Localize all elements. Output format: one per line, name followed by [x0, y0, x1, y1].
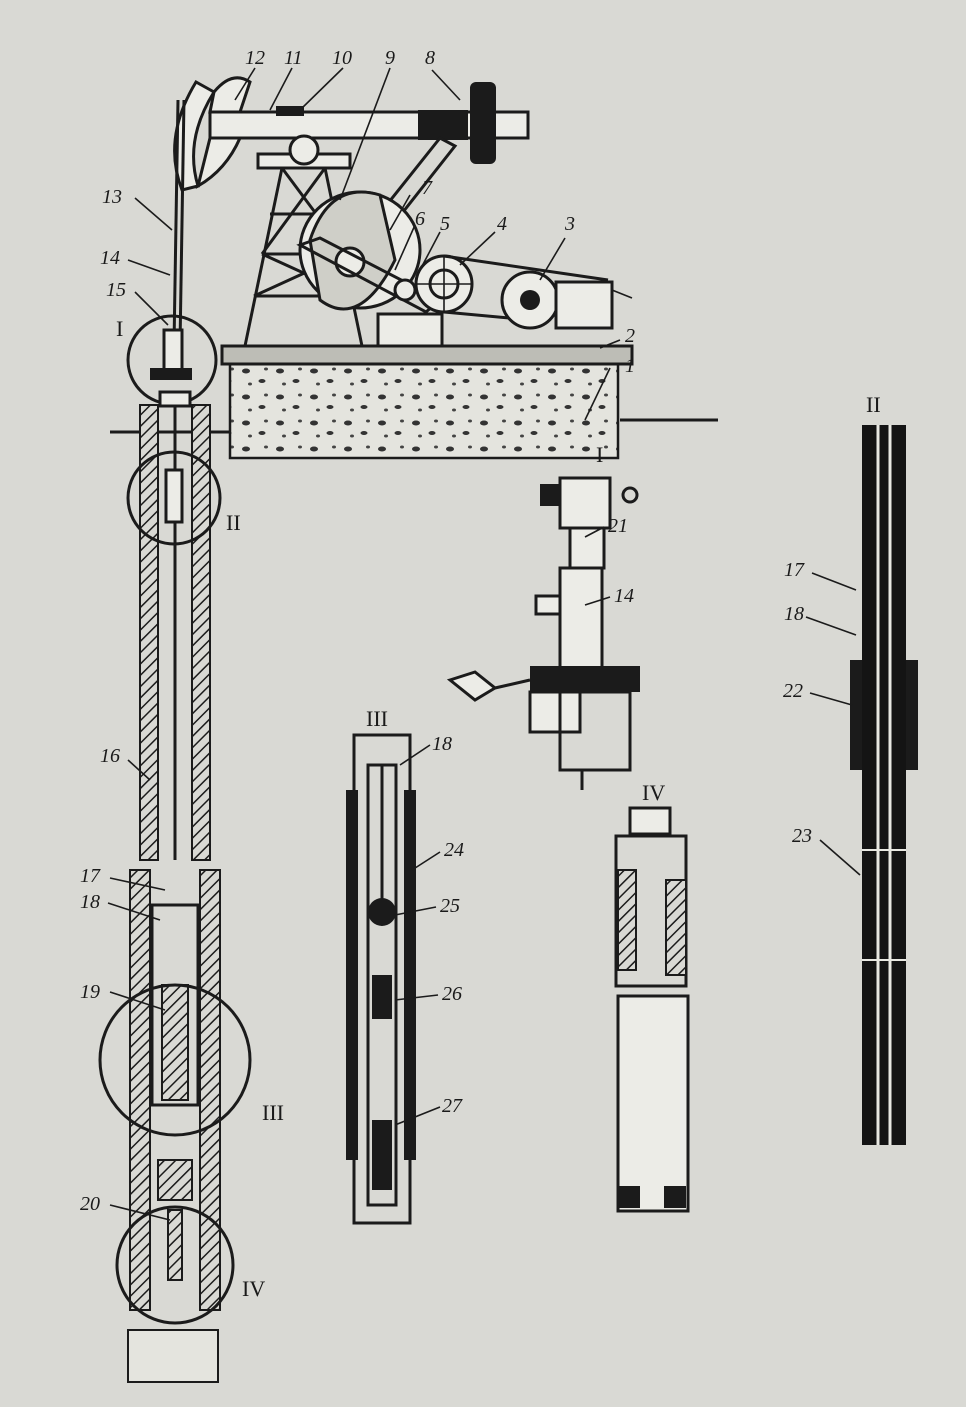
detail-title-iv: IV — [642, 780, 665, 805]
well-bore — [126, 404, 222, 861]
marker-iv: IV — [242, 1276, 265, 1301]
detail-iv — [614, 806, 690, 1213]
callout-24: 24 — [444, 839, 464, 861]
callout-12: 12 — [245, 47, 265, 69]
callout-13: 13 — [102, 186, 122, 208]
callout-5: 5 — [440, 213, 450, 235]
callout-8: 8 — [425, 47, 435, 69]
callout-18: 18 — [80, 891, 100, 913]
crank-assembly — [296, 136, 458, 314]
callout-9: 9 — [385, 47, 395, 69]
marker-iii: III — [262, 1100, 284, 1125]
marker-i: I — [116, 316, 123, 341]
detail-title-ii: II — [866, 392, 881, 417]
callout-14: 14 — [100, 247, 120, 269]
detail-i — [446, 476, 640, 790]
detail-iii — [346, 733, 416, 1225]
callout-17-detail: 17 — [784, 559, 805, 581]
callout-10: 10 — [332, 47, 352, 69]
callout-20: 20 — [80, 1193, 100, 1215]
detail-ii — [850, 425, 918, 1145]
callout-14-detail: 14 — [614, 585, 634, 607]
callout-labels: 1 2 3 4 5 6 7 8 9 10 11 12 13 14 15 16 1… — [80, 47, 812, 1215]
detail-titles: I II III IV — [366, 392, 881, 805]
callout-11: 11 — [284, 47, 303, 69]
callout-7: 7 — [422, 177, 433, 199]
wellhead — [126, 314, 218, 408]
callout-22: 22 — [783, 680, 803, 702]
detail-markers: I II III IV — [116, 316, 284, 1301]
motor-drive — [443, 254, 633, 330]
callout-18-pump: 18 — [432, 733, 452, 755]
callout-27: 27 — [442, 1095, 463, 1117]
callout-25: 25 — [440, 895, 460, 917]
callout-2: 2 — [625, 325, 635, 347]
callout-18-detail: 18 — [784, 603, 804, 625]
callout-23: 23 — [792, 825, 812, 847]
callout-21: 21 — [608, 515, 628, 537]
callout-17: 17 — [80, 865, 101, 887]
callout-4: 4 — [497, 213, 507, 235]
callout-3: 3 — [564, 213, 575, 235]
foundation — [110, 344, 718, 460]
marker-ii: II — [226, 510, 241, 535]
gearbox — [376, 254, 474, 348]
callout-19: 19 — [80, 981, 100, 1003]
horsehead — [172, 76, 252, 346]
callout-15: 15 — [106, 279, 126, 301]
callout-26: 26 — [442, 983, 462, 1005]
lower-string — [98, 869, 252, 1383]
detail-title-i: I — [596, 442, 603, 467]
detail-title-iii: III — [366, 706, 388, 731]
callout-1: 1 — [625, 355, 635, 377]
callout-16: 16 — [100, 745, 120, 767]
leader-lines — [107, 67, 861, 1221]
callout-6: 6 — [415, 208, 425, 230]
